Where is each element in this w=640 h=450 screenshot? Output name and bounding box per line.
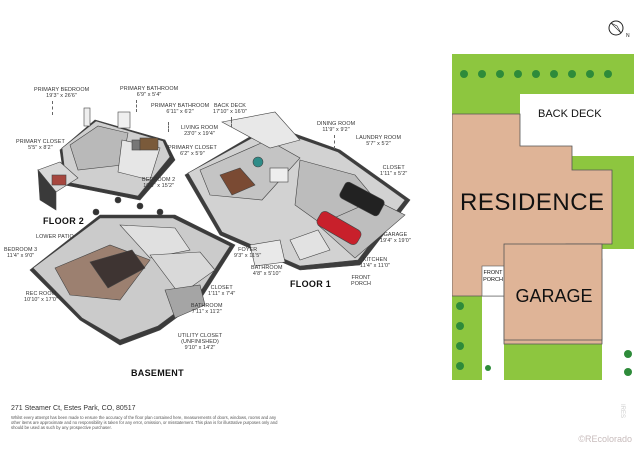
site-label-residence: RESIDENCE [460, 189, 605, 216]
room-label-bathroom-f1: BATHROOM 4'8" x 5'10" [251, 265, 283, 278]
room-label-bathroom-basement: BATHROOM 7'11" x 11'2" [191, 303, 223, 316]
floor2-model [37, 107, 176, 211]
basement-model [29, 196, 236, 346]
floor2-title: FLOOR 2 [43, 216, 85, 226]
room-label-foyer: FOYER 9'3" x 11'5" [234, 247, 262, 260]
room-label-closet-f1: CLOSET 1'11" x 5'2" [380, 165, 408, 178]
property-address: 271 Steamer Ct, Estes Park, CO, 80517 [11, 405, 136, 412]
floor1-model [184, 111, 411, 271]
compass-label: N [626, 33, 630, 39]
site-label-back-deck: BACK DECK [538, 108, 602, 120]
recolorado-credit: ©REcolorado [578, 434, 632, 444]
room-label-primary-closet-a: PRIMARY CLOSET 5'5" x 8'2" [16, 139, 65, 152]
room-label-primary-bedroom: PRIMARY BEDROOM 19'3" x 26'6" [34, 87, 90, 100]
room-label-kitchen: KITCHEN 11'4" x 11'0" [360, 257, 391, 270]
room-label-living-room: LIVING ROOM 23'0" x 19'4" [181, 125, 219, 138]
room-label-lower-patio: LOWER PATIO [36, 234, 74, 240]
room-label-rec-room: REC ROOM 10'10" x 17'0" [24, 291, 58, 304]
north-compass-icon: N [604, 14, 634, 44]
disclaimer-text: Whilst every attempt has been made to en… [11, 415, 278, 430]
room-label-utility-closet: UTILITY CLOSET (UNFINISHED) 9'10" x 14'2… [177, 333, 223, 352]
room-label-garage: GARAGE 19'4" x 19'0" [380, 232, 411, 245]
site-plan: BACK DECK RESIDENCE FRONT PORCH GARAGE [452, 54, 634, 380]
floor1-title: FLOOR 1 [290, 279, 332, 289]
site-label-front-porch: FRONT PORCH [483, 270, 503, 283]
ires-badge: IRES [619, 404, 625, 419]
room-label-laundry-room: LAUNDRY ROOM 5'7" x 5'2" [356, 135, 402, 148]
floorplan-illustration [29, 107, 411, 346]
room-label-closet-basement: CLOSET 1'11" x 7'4" [208, 285, 236, 298]
site-label-garage: GARAGE [515, 286, 593, 306]
room-label-primary-bathroom-a: PRIMARY BATHROOM 6'9" x 5'4" [120, 86, 179, 99]
room-label-dining-room: DINING ROOM 11'9" x 9'2" [317, 121, 356, 134]
basement-title: BASEMENT [131, 368, 184, 378]
room-label-back-deck: BACK DECK 17'10" x 16'0" [213, 103, 247, 116]
room-label-primary-closet-b: PRIMARY CLOSET 6'2" x 5'9" [168, 145, 217, 158]
room-label-bedroom2: BEDROOM 2 10'8" x 15'2" [142, 177, 176, 190]
room-label-front-porch: FRONT PORCH [351, 275, 371, 288]
room-label-bedroom3: BEDROOM 3 11'4" x 9'0" [4, 247, 38, 260]
room-label-primary-bathroom-b: PRIMARY BATHROOM 6'11" x 6'2" [151, 103, 210, 116]
